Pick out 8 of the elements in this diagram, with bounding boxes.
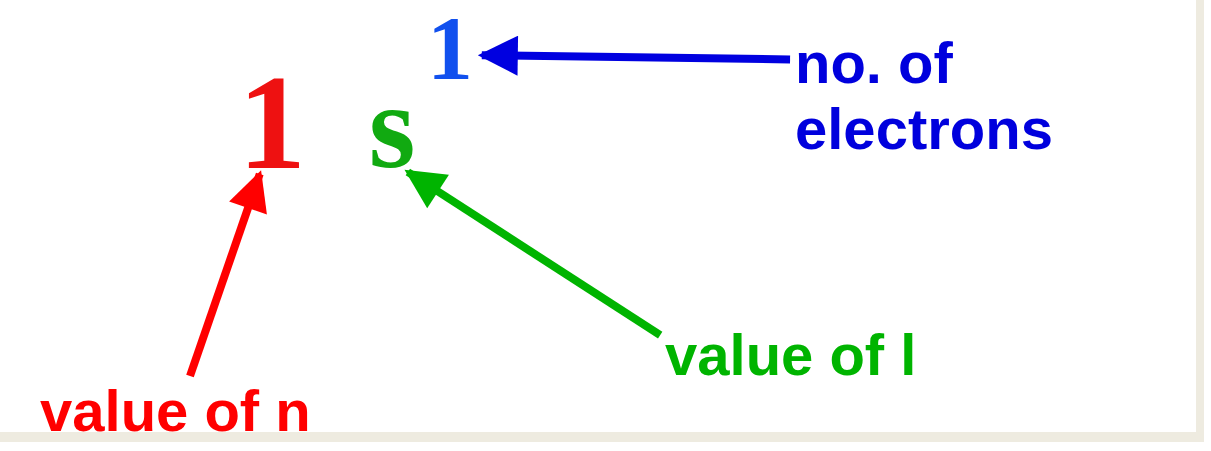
annotation-label: value of n [40, 378, 440, 444]
subshell-letter: s [356, 82, 428, 172]
electron-count-superscript: 1 [420, 12, 480, 84]
annotation-label: no. of electrons [795, 30, 1175, 170]
arrow [404, 168, 663, 339]
shell-number: 1 [236, 72, 308, 172]
annotation-label: value of l [665, 322, 1035, 388]
arrow [186, 170, 267, 378]
